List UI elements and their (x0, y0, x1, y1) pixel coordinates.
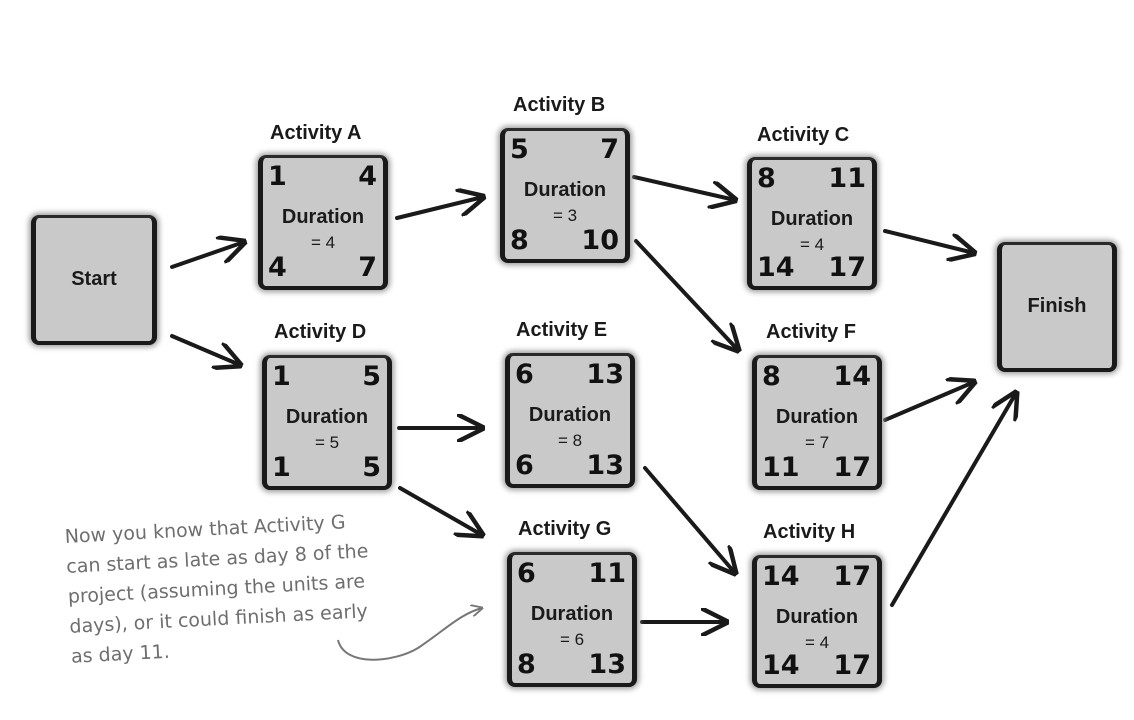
activity-c-duration: Duration = 4 (770, 208, 854, 254)
activity-a-late-start: 4 (268, 252, 287, 283)
activity-h-duration: Duration = 4 (775, 606, 859, 652)
activity-b-late-start: 8 (510, 225, 529, 256)
activity-d-title: Activity D (274, 321, 367, 343)
activity-g-title: Activity G (518, 518, 612, 540)
activity-a-node: 1 4 Duration = 4 4 7 (258, 155, 388, 290)
start-label: Start (71, 268, 117, 290)
activity-c-title: Activity C (757, 124, 850, 146)
activity-d-late-start: 1 (272, 452, 291, 483)
activity-e-late-finish: 13 (586, 450, 624, 481)
activity-f-late-finish: 17 (833, 452, 871, 483)
arrow-c-to-finish (883, 229, 974, 253)
activity-h-node: 14 17 Duration = 4 14 17 (752, 555, 882, 688)
activity-e-early-start: 6 (515, 359, 534, 390)
activity-f-duration: Duration = 7 (775, 406, 859, 452)
arrow-b-to-f (634, 239, 738, 350)
arrow-h-to-finish (890, 393, 1016, 607)
activity-h-late-start: 14 (762, 650, 800, 681)
arrow-start-to-a (170, 242, 244, 269)
activity-b-duration: Duration = 3 (523, 179, 607, 225)
activity-c-early-finish: 11 (828, 163, 866, 194)
activity-h-early-start: 14 (762, 561, 800, 592)
activity-g-duration: Duration = 6 (530, 603, 614, 649)
activity-b-late-finish: 10 (581, 225, 619, 256)
activity-g-early-start: 6 (517, 558, 536, 589)
activity-g-node: 6 11 Duration = 6 8 13 (507, 552, 637, 687)
activity-f-late-start: 11 (762, 452, 800, 483)
activity-g-early-finish: 11 (588, 558, 626, 589)
activity-h-early-finish: 17 (833, 561, 871, 592)
activity-d-late-finish: 5 (362, 452, 381, 483)
finish-node: Finish (997, 242, 1117, 372)
activity-f-title: Activity F (766, 321, 857, 343)
arrow-e-to-h (643, 466, 735, 573)
activity-a-late-finish: 7 (358, 252, 377, 283)
activity-d-duration: Duration = 5 (285, 406, 369, 452)
activity-b-node: 5 7 Duration = 3 8 10 (500, 128, 630, 263)
activity-e-early-finish: 13 (586, 359, 624, 390)
activity-c-early-start: 8 (757, 163, 776, 194)
activity-h-title: Activity H (763, 521, 856, 543)
activity-b-early-finish: 7 (600, 134, 619, 165)
activity-a-early-finish: 4 (358, 161, 377, 192)
activity-b-early-start: 5 (510, 134, 529, 165)
activity-b-title: Activity B (513, 94, 606, 116)
activity-c-late-start: 14 (757, 252, 795, 283)
note-pointer-arrow (337, 608, 482, 661)
activity-e-late-start: 6 (515, 450, 534, 481)
activity-a-title: Activity A (270, 122, 362, 144)
activity-d-early-start: 1 (272, 361, 291, 392)
arrow-d-to-g (398, 486, 482, 535)
activity-e-duration: Duration = 8 (528, 404, 612, 450)
activity-c-late-finish: 17 (828, 252, 866, 283)
activity-e-title: Activity E (516, 319, 608, 341)
start-node: Start (31, 215, 157, 345)
activity-f-early-start: 8 (762, 361, 781, 392)
activity-g-late-finish: 13 (588, 649, 626, 680)
activity-c-node: 8 11 Duration = 4 14 17 (747, 157, 877, 290)
activity-a-early-start: 1 (268, 161, 287, 192)
activity-f-node: 8 14 Duration = 7 11 17 (752, 355, 882, 490)
activity-g-late-start: 8 (517, 649, 536, 680)
activity-d-early-finish: 5 (362, 361, 381, 392)
activity-a-duration: Duration = 4 (281, 206, 365, 252)
arrow-start-to-d (170, 334, 240, 365)
handwritten-note: Now you know that Activity G can start a… (64, 511, 369, 668)
activity-d-node: 1 5 Duration = 5 1 5 (262, 355, 392, 490)
activity-f-early-finish: 14 (833, 361, 871, 392)
activity-h-late-finish: 17 (833, 650, 871, 681)
arrow-f-to-finish (883, 382, 974, 422)
activity-e-node: 6 13 Duration = 8 6 13 (505, 353, 635, 488)
arrow-a-to-b (395, 197, 483, 220)
arrow-b-to-c (632, 175, 735, 200)
finish-label: Finish (1027, 295, 1087, 317)
